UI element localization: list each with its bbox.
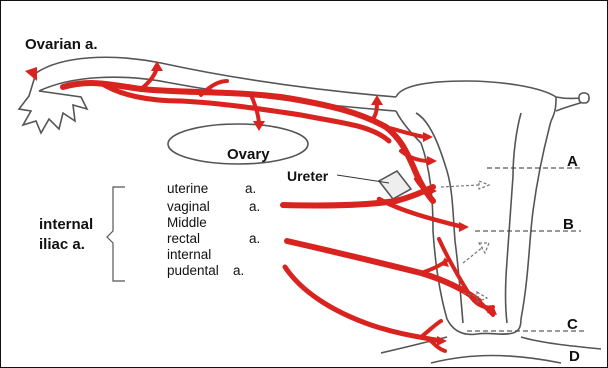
- arteries: [63, 67, 493, 351]
- internal-iliac-label-line2: iliac a.: [39, 236, 85, 253]
- branch-name: vaginal: [167, 199, 210, 214]
- ovary-label: Ovary: [227, 146, 270, 163]
- branch-suffix: a.: [233, 263, 244, 278]
- vaginal-artery: [379, 199, 463, 227]
- internal-pudendal-artery: [285, 267, 441, 341]
- branch-name: internal: [167, 247, 211, 262]
- level-a-label: A: [567, 153, 578, 170]
- ureter-outline: [379, 171, 411, 199]
- branch-suffix: a.: [245, 181, 256, 196]
- branch-list: uterine a. vaginal a. Middle rectal a. i…: [167, 181, 260, 278]
- level-d-label: D: [569, 348, 580, 365]
- branch-suffix: a.: [249, 199, 260, 214]
- level-c-label: C: [567, 316, 578, 333]
- internal-iliac-label-line1: internal: [39, 216, 93, 233]
- level-b-label: B: [563, 216, 574, 233]
- branch-name: Middle: [167, 215, 207, 230]
- middle-rectal-artery: [287, 241, 479, 301]
- branch-name: pudental: [167, 263, 219, 278]
- branch-name: rectal: [167, 231, 200, 246]
- branches-bracket: [107, 187, 125, 281]
- branch-name: uterine: [167, 181, 208, 196]
- artery-arrowheads: [25, 61, 497, 346]
- ureter-label: Ureter: [287, 168, 329, 184]
- branch-suffix: a.: [249, 231, 260, 246]
- level-labels: A B C D: [563, 153, 580, 365]
- ovarian-artery-label: Ovarian a.: [25, 36, 98, 53]
- uterus-outline: [396, 81, 587, 99]
